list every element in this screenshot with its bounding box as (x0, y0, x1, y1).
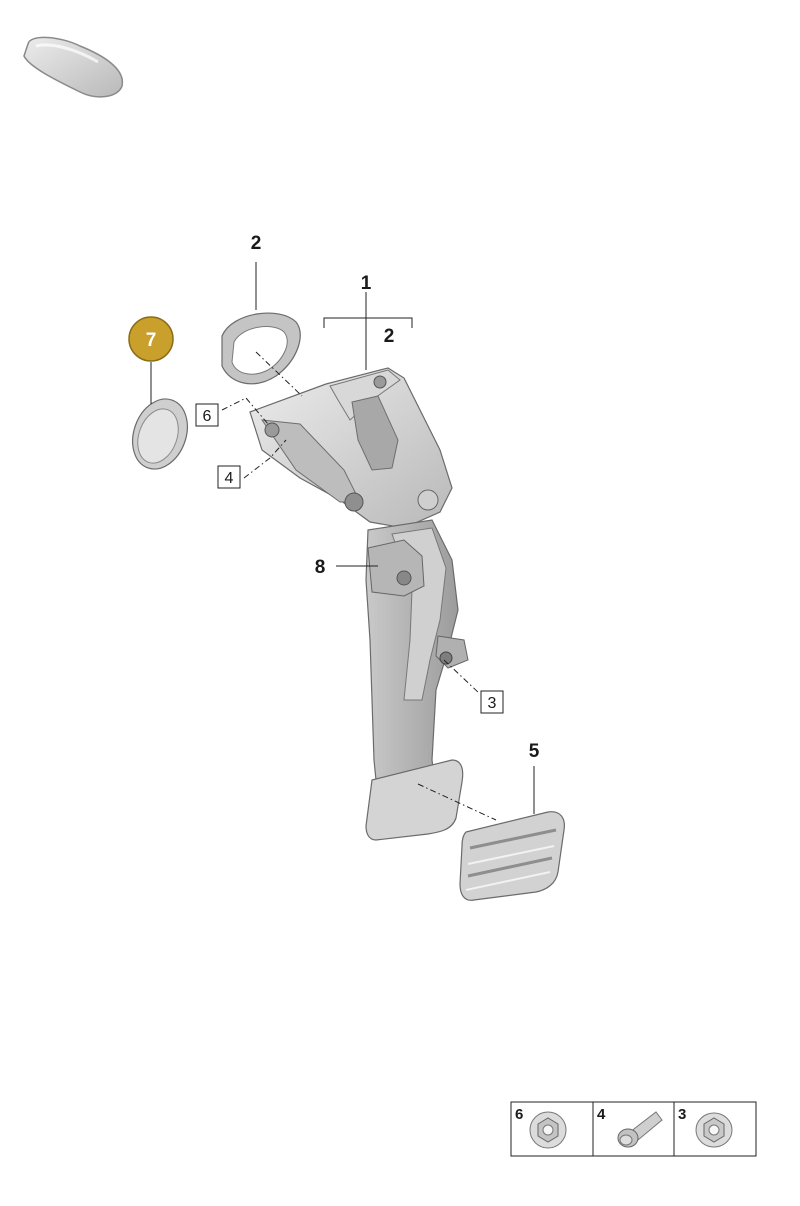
pedal-bracket-assembly[interactable] (249, 367, 469, 841)
hex-nut-icon (695, 1112, 733, 1148)
legend-item-6[interactable]: 6 (515, 1106, 567, 1149)
flange-nut-icon (529, 1111, 567, 1149)
callout-7-badge[interactable]: 7 (128, 316, 174, 362)
ring-bushing-part[interactable] (221, 312, 301, 385)
fastener-legend: 6 4 3 (510, 1101, 757, 1157)
assembly-guide-lines (221, 351, 497, 821)
cap-plug-part[interactable] (123, 391, 196, 476)
legend-number-4: 4 (597, 1106, 606, 1123)
callout-1-label[interactable]: 1 (361, 273, 372, 294)
callout-6-box[interactable]: 6 (195, 403, 219, 427)
vehicle-thumbnail-icon (23, 36, 124, 98)
legend-number-3: 3 (678, 1106, 686, 1123)
legend-number-6: 6 (515, 1106, 523, 1123)
callout-7-label: 7 (146, 330, 157, 351)
flange-bolt-icon (617, 1111, 663, 1148)
callout-3-box[interactable]: 3 (480, 690, 504, 714)
callout-2-sub-label[interactable]: 2 (384, 326, 395, 347)
sensor-block-part[interactable] (367, 539, 425, 597)
callout-4-label: 4 (225, 470, 234, 487)
callout-8-label[interactable]: 8 (315, 557, 326, 578)
legend-item-4[interactable]: 4 (597, 1106, 663, 1148)
callout-4-box[interactable]: 4 (217, 465, 241, 489)
leader-lines (150, 262, 535, 814)
callout-2-ring-label[interactable]: 2 (251, 233, 262, 254)
callout-3-label: 3 (488, 695, 497, 712)
callout-5-label[interactable]: 5 (529, 741, 540, 762)
pedal-pad-part[interactable] (459, 811, 565, 901)
legend-item-3[interactable]: 3 (678, 1106, 733, 1148)
callout-6-label: 6 (203, 408, 212, 425)
